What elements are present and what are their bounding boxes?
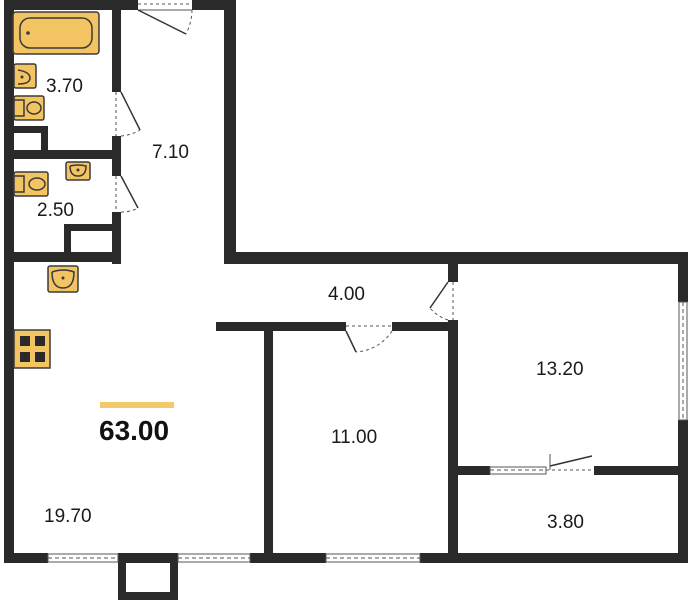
total-area-accent — [100, 402, 174, 408]
room-area-bedroom-small: 11.00 — [331, 427, 377, 448]
wall-balcony-right — [594, 466, 684, 475]
room-area-bedroom-large: 13.20 — [536, 359, 584, 380]
wall-bottom-2 — [118, 553, 178, 563]
doors — [115, 3, 594, 471]
wall-bottom-3 — [250, 553, 326, 563]
fixtures — [12, 11, 100, 369]
room-area-toilet: 2.50 — [37, 200, 74, 221]
wall-corridor-left — [216, 322, 346, 331]
room-area-corridor: 4.00 — [328, 284, 365, 305]
wall-wc-niche-top — [64, 224, 121, 231]
wall-upper-right — [224, 252, 688, 264]
door-bedroom-small — [345, 325, 393, 353]
wall-bottom-1 — [4, 553, 48, 563]
stove-icon — [13, 329, 51, 369]
room-area-bathroom: 3.70 — [46, 76, 83, 97]
windows — [47, 301, 688, 563]
door-bedroom-large — [429, 281, 454, 321]
wall-bottom-4 — [420, 553, 688, 563]
wall-bay-bottom — [118, 592, 178, 600]
wall-right-top — [678, 252, 688, 302]
room-area-hallway: 7.10 — [152, 142, 189, 163]
bathtub-icon — [12, 11, 100, 55]
wall-wc-bottom — [4, 252, 121, 262]
wall-niche-side — [41, 126, 48, 154]
sink-icon — [47, 265, 79, 293]
wall-corridor-right — [392, 322, 458, 331]
wall-balcony-left — [458, 466, 490, 475]
wall-bedroom-divider — [448, 320, 458, 563]
total-area: 63.00 — [99, 415, 169, 446]
toilet-icon — [13, 95, 45, 121]
wall-hall-right — [224, 0, 236, 262]
wall-bay-left — [118, 553, 126, 600]
sink-icon — [13, 63, 37, 89]
wall-wc-niche-side — [64, 224, 71, 258]
room-area-living-kitchen: 19.70 — [44, 506, 92, 527]
wall-left — [4, 0, 14, 563]
wall-top-left — [4, 0, 138, 10]
wall-right-bottom — [678, 420, 688, 563]
door-entrance — [137, 3, 193, 35]
toilet-icon — [13, 171, 49, 197]
door-toilet — [115, 175, 139, 213]
door-balcony — [546, 454, 594, 471]
wall-bedroom-divider-top — [448, 262, 458, 282]
wall-bath-right — [112, 0, 121, 92]
wall-top-hall — [192, 0, 236, 10]
room-area-balcony: 3.80 — [547, 512, 584, 533]
sink-icon — [65, 161, 91, 181]
wall-bay-right — [170, 553, 178, 600]
wall-niche-top — [4, 126, 48, 133]
wall-bath-wc — [4, 150, 121, 159]
walls — [4, 0, 688, 600]
wall-wc-right — [112, 212, 121, 264]
door-bathroom — [115, 91, 141, 137]
wall-bedroom-left — [264, 331, 273, 563]
